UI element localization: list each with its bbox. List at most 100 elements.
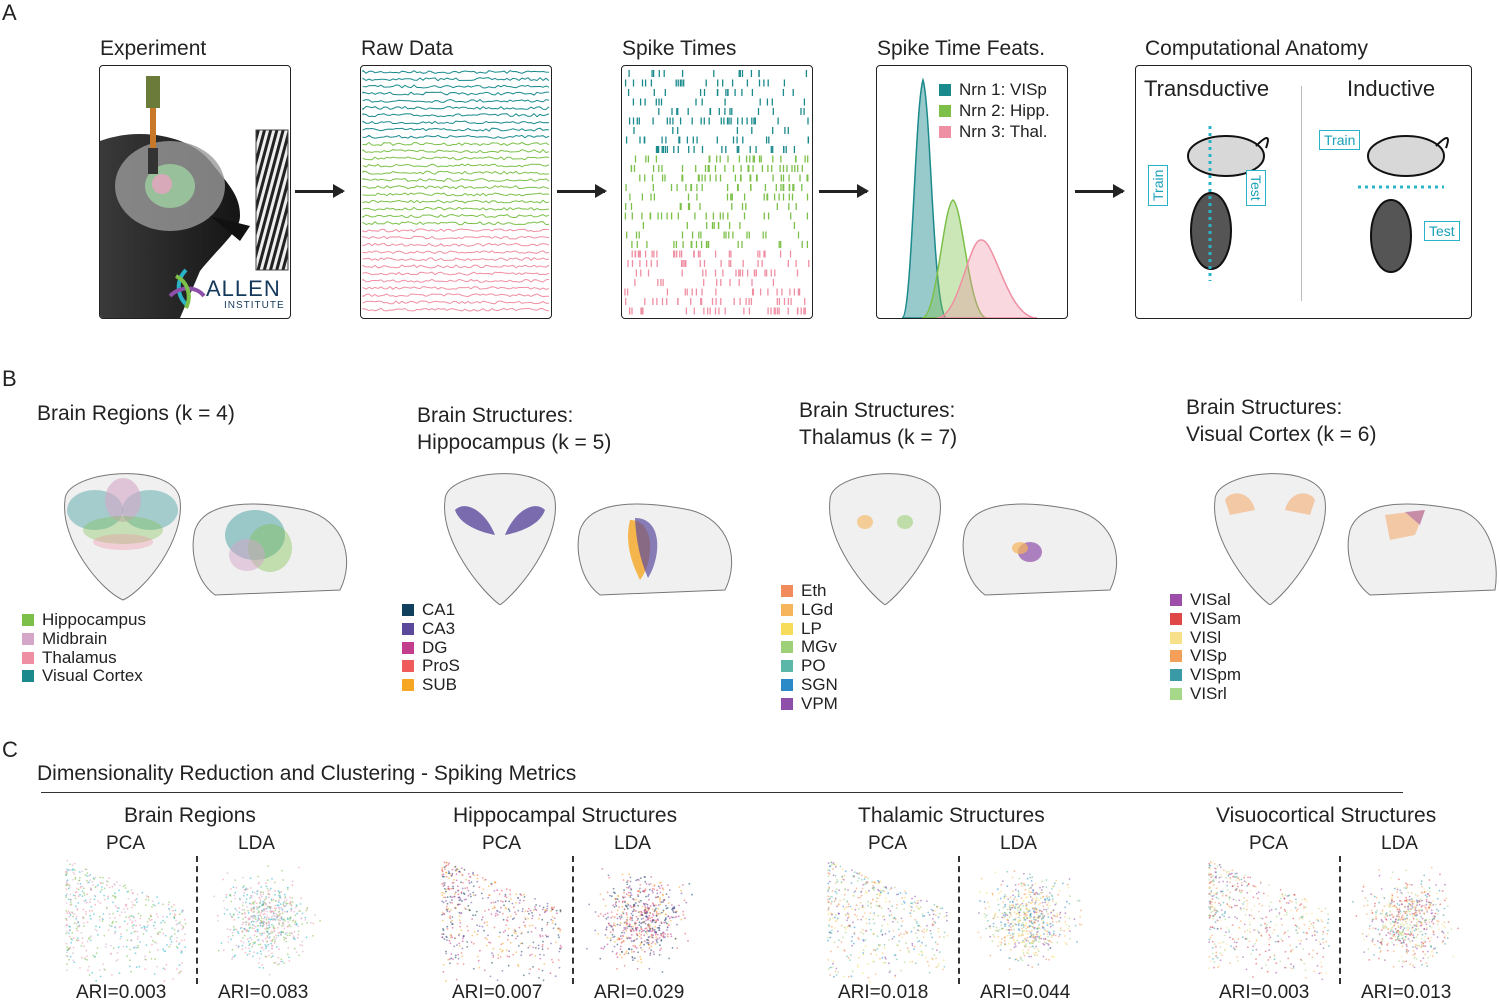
scatter-point [77,909,79,911]
scatter-point [1280,889,1282,891]
scatter-point [1010,896,1012,898]
scatter-point [1249,928,1251,930]
scatter-point [830,951,832,953]
scatter-point [829,870,831,872]
scatter-point [1421,931,1423,933]
scatter-point [1367,900,1369,902]
scatter-point [659,913,661,915]
scatter-point [650,920,652,922]
scatter-point [1032,889,1034,891]
scatter-point [138,913,140,915]
scatter-point [245,916,247,918]
scatter-point [283,962,285,964]
scatter-point [1274,955,1276,957]
scatter-point [1371,940,1373,942]
scatter-point [637,895,639,897]
scatter-point [618,906,620,908]
scatter-point [1429,895,1431,897]
scatter-point [86,955,88,957]
scatter-point [70,942,72,944]
legend-swatch [1170,650,1182,662]
scatter-point [245,901,247,903]
scatter-point [617,924,619,926]
scatter-point [1009,929,1011,931]
scatter-point [1007,909,1009,911]
scatter-point [444,861,446,863]
scatter-point [514,929,516,931]
scatter-point [903,908,905,910]
scatter-point [65,871,67,873]
scatter-point [269,889,271,891]
scatter-point [111,922,113,924]
scatter-point [136,966,138,968]
scatter-point [1290,952,1292,954]
scatter-point [462,940,464,942]
scatter-point [162,933,164,935]
scatter-point [120,936,122,938]
scatter-point [1013,898,1015,900]
scatter-point [1013,933,1015,935]
scatter-point [1217,920,1219,922]
scatter-point [1022,930,1024,932]
scatter-point [261,922,263,924]
scatter-point [147,896,149,898]
scatter-point [445,900,447,902]
scatter-point [519,927,521,929]
scatter-point [1244,880,1246,882]
scatter-point [906,932,908,934]
scatter-point [1000,925,1002,927]
scatter-point [144,928,146,930]
scatter-point [146,895,148,897]
scatter-point [451,896,453,898]
scatter-point [894,887,896,889]
scatter-point [652,920,654,922]
scatter-point [644,906,646,908]
scatter-point [275,913,277,915]
scatter-point [471,935,473,937]
scatter-point [106,884,108,886]
scatter-point [1069,938,1071,940]
scatter-point [515,913,517,915]
scatter-point [450,921,452,923]
scatter-point [1413,918,1415,920]
scatter-point [944,966,946,968]
scatter-point [446,862,448,864]
scatter-point [181,929,183,931]
scatter-point [630,896,632,898]
scatter-point [1242,903,1244,905]
scatter-point [1212,898,1214,900]
scatter-point [1443,925,1445,927]
scatter-point [1235,900,1237,902]
scatter-point [482,926,484,928]
scatter-point [1030,887,1032,889]
scatter-point [280,934,282,936]
scatter-point [266,885,268,887]
scatter-point [1220,959,1222,961]
scatter-point [659,937,661,939]
scatter-point [444,938,446,940]
scatter-point [853,892,855,894]
scatter-point [459,915,461,917]
scatter-point [1215,955,1217,957]
scatter-point [691,894,693,896]
scatter-point [1047,897,1049,899]
scatter-point [535,904,537,906]
scatter-point [551,959,553,961]
scatter-point [862,916,864,918]
scatter-point [112,895,114,897]
scatter-point [1211,890,1213,892]
scatter-point [586,948,588,950]
scatter-point [1038,904,1040,906]
scatter-point [264,932,266,934]
scatter-point [253,907,255,909]
scatter-point [1211,904,1213,906]
scatter-point [515,893,517,895]
scatter-point [261,910,263,912]
scatter-point [916,922,918,924]
ari-lda-value: ARI=0.044 [980,982,1070,1004]
scatter-point [1010,915,1012,917]
scatter-point [84,874,86,876]
scatter-point [1004,906,1006,908]
scatter-point [74,913,76,915]
scatter-point [261,896,263,898]
